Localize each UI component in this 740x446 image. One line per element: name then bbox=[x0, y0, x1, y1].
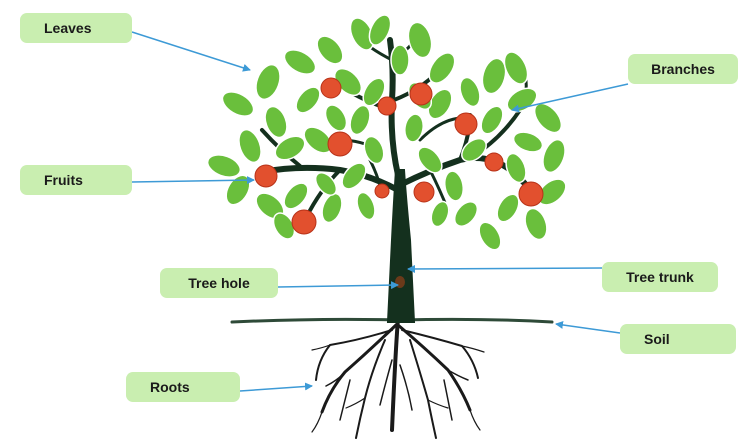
label-fruits: Fruits bbox=[20, 165, 132, 195]
label-soil: Soil bbox=[620, 324, 736, 354]
tree-hole-graphic bbox=[395, 276, 405, 288]
tree-hole-arrow bbox=[278, 285, 398, 287]
tree-trunk-arrow bbox=[408, 268, 602, 269]
label-branches: Branches bbox=[628, 54, 738, 84]
soil-arrow bbox=[556, 324, 620, 333]
roots-arrow bbox=[240, 386, 312, 391]
label-leaves: Leaves bbox=[20, 13, 132, 43]
label-roots: Roots bbox=[126, 372, 240, 402]
label-tree-trunk: Tree trunk bbox=[602, 262, 718, 292]
label-tree-hole: Tree hole bbox=[160, 268, 278, 298]
leaves-graphic bbox=[205, 12, 571, 254]
roots-graphic bbox=[312, 318, 484, 438]
leaves-arrow bbox=[132, 32, 250, 70]
